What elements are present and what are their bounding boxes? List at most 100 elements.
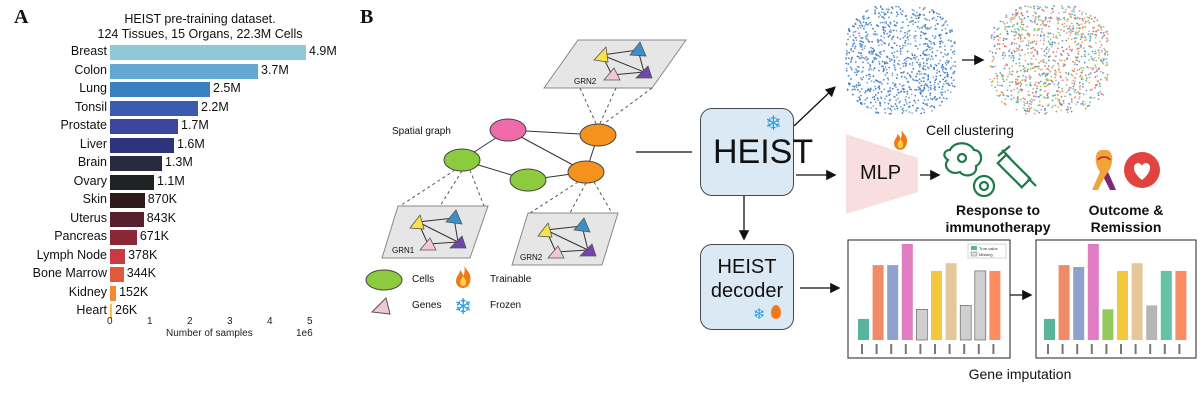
value-label: 3.7M — [261, 62, 289, 77]
value-label: 26K — [115, 303, 138, 317]
gene-triangle — [603, 67, 621, 81]
response-caption-line2: immunotherapy — [945, 219, 1051, 235]
category-label: Pancreas — [54, 229, 107, 243]
category-label: Lung — [79, 81, 107, 95]
category-label: Liver — [79, 136, 107, 151]
imputation-legend: True value Missing — [967, 243, 1007, 259]
bar — [110, 63, 258, 79]
awareness-ribbon-icon — [1092, 150, 1116, 190]
grn-right-label: GRN2 — [520, 253, 543, 262]
cell-node-green — [509, 168, 547, 192]
panel-a-letter: A — [14, 6, 29, 28]
gene-triangle — [593, 46, 609, 63]
imputation-bars-after — [1044, 244, 1187, 354]
category-label: Colon — [74, 62, 107, 77]
legend-cells-label: Cells — [412, 274, 435, 285]
decoder-label-line2: decoder — [710, 280, 784, 302]
grn-left: GRN1 — [381, 205, 489, 259]
category-label: Heart — [76, 303, 107, 317]
category-label: Kidney — [68, 284, 107, 299]
response-caption-line1: Response to — [955, 202, 1040, 218]
cell-node-pink — [489, 118, 527, 142]
category-label: Lymph Node — [36, 247, 107, 262]
chart-title-line1: HEIST pre-training dataset. — [124, 12, 276, 26]
bar — [110, 285, 117, 301]
decoder-fire-icon — [771, 305, 781, 319]
gene-triangle — [629, 41, 647, 57]
cell-node-orange — [567, 160, 605, 184]
syringe-icon — [996, 145, 1037, 189]
x-tick-label: 0 — [107, 316, 113, 327]
value-label: 344K — [126, 266, 156, 280]
legend-genes-label: Genes — [412, 300, 442, 311]
category-label: Breast — [70, 44, 107, 58]
tumor-cell-icon — [943, 142, 996, 198]
cell-node-green — [443, 148, 481, 172]
value-label: 870K — [147, 192, 177, 206]
decoder-snowflake-icon: ❄ — [753, 305, 766, 323]
outcome-caption: Outcome & Remission — [1066, 202, 1186, 236]
value-label: 2.2M — [201, 99, 229, 114]
grn-right: GRN2 — [511, 212, 619, 266]
fire-icon — [456, 266, 471, 288]
legend-trainable-label: Trainable — [490, 274, 532, 285]
value-label: 1.6M — [177, 136, 205, 151]
bar — [110, 248, 126, 264]
bar — [110, 267, 124, 282]
panel-b-letter: B — [360, 6, 374, 28]
bar — [110, 193, 145, 208]
value-label: 1.7M — [181, 118, 209, 132]
value-label: 671K — [139, 229, 170, 243]
value-label: 843K — [146, 210, 176, 225]
category-label: Prostate — [60, 118, 107, 132]
category-label: Skin — [82, 192, 107, 206]
x-tick-label: 1 — [147, 316, 153, 327]
x-tick-label: 2 — [187, 316, 193, 327]
bar — [110, 45, 306, 60]
x-tick-label: 5 — [307, 316, 313, 327]
svg-text:Missing: Missing — [979, 252, 993, 257]
x-tick-label: 3 — [227, 316, 233, 327]
outcome-caption-line1: Outcome & — [1088, 202, 1164, 218]
value-label: 1.1M — [157, 173, 185, 188]
spatial-graph-label: Spatial graph — [392, 126, 451, 137]
value-label: 2.5M — [213, 81, 241, 95]
heist-label: HEIST — [713, 133, 814, 171]
cell-clustering-caption: Cell clustering — [926, 122, 1014, 138]
grn-left-label: GRN1 — [392, 246, 415, 255]
bar — [110, 100, 198, 116]
gene-imputation-caption: Gene imputation — [968, 366, 1072, 382]
heist-snowflake-icon: ❄ — [765, 111, 782, 135]
snowflake-icon: ❄ — [454, 295, 472, 320]
category-label: Tonsil — [75, 99, 107, 114]
category-label: Ovary — [73, 173, 107, 188]
x-axis-multiplier: 1e6 — [296, 328, 313, 339]
grn-top: GRN2 — [543, 39, 687, 89]
value-label: 4.9M — [309, 44, 337, 58]
category-label: Brain — [77, 155, 107, 169]
bar — [110, 119, 178, 134]
bar — [110, 211, 144, 227]
legend-gene-icon — [370, 297, 391, 315]
value-label: 378K — [128, 247, 158, 262]
chart-title: HEIST pre-training dataset. 124 Tissues,… — [80, 12, 320, 42]
bar — [110, 230, 137, 245]
chart-title-line2: 124 Tissues, 15 Organs, 22.3M Cells — [97, 27, 303, 41]
mlp-fire-icon — [894, 130, 908, 150]
mlp-shape — [846, 134, 918, 214]
heist-encoder-box: HEIST ❄ — [700, 108, 813, 196]
bar-chart: Breast 4.9M Colon 3.7M Lung 2.5M Tonsil 2.2M Pro… — [0, 42, 340, 342]
cell-node-orange — [579, 123, 617, 147]
bar — [110, 82, 210, 97]
mlp-label: MLP — [860, 162, 902, 184]
bar — [110, 304, 112, 319]
svg-text:True value: True value — [979, 246, 999, 251]
value-label: 1.3M — [165, 155, 193, 169]
heist-decoder-box: HEIST decoder ❄ — [700, 244, 794, 330]
bar — [110, 156, 162, 171]
heart-icon — [1124, 152, 1160, 188]
outcome-caption-line2: Remission — [1090, 219, 1162, 235]
category-label: Bone Marrow — [32, 266, 107, 280]
decoder-label-line1: HEIST — [717, 256, 777, 278]
